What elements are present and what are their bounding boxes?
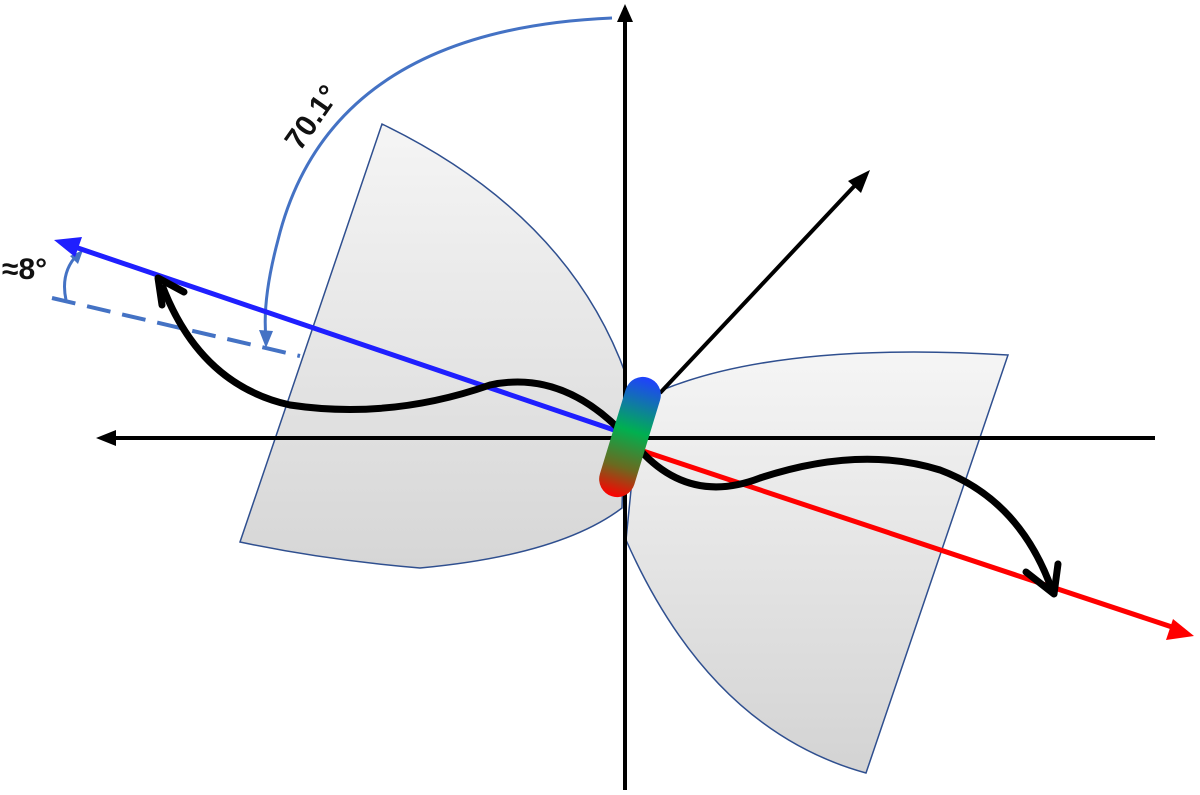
inclination-arc bbox=[263, 16, 613, 339]
helical-path-lower bbox=[637, 447, 1056, 592]
tilt-angle-label: ≈8° bbox=[2, 253, 47, 286]
receding-jet-arrowhead bbox=[1166, 619, 1194, 640]
reference-dashed-line bbox=[51, 296, 301, 358]
depth-axis-arrowhead bbox=[848, 170, 870, 193]
inclination-arc-arrowhead bbox=[259, 330, 273, 348]
receding-jet bbox=[639, 447, 1176, 631]
tilt-arc-arrowhead bbox=[70, 250, 83, 264]
vertical-axis-arrowhead bbox=[617, 4, 633, 22]
lower-cone bbox=[625, 351, 1010, 774]
helical-path-lower-arrowhead bbox=[1022, 560, 1062, 598]
upper-cone bbox=[239, 122, 627, 569]
helical-path-upper-arrowhead bbox=[154, 274, 188, 309]
approaching-jet-arrowhead bbox=[54, 237, 82, 257]
depth-axis bbox=[658, 178, 862, 395]
inclination-angle-label: 70.1° bbox=[279, 79, 346, 156]
central-source-icon bbox=[599, 376, 661, 498]
horizontal-axis-arrowhead bbox=[96, 430, 116, 446]
helical-path-upper bbox=[158, 283, 623, 433]
